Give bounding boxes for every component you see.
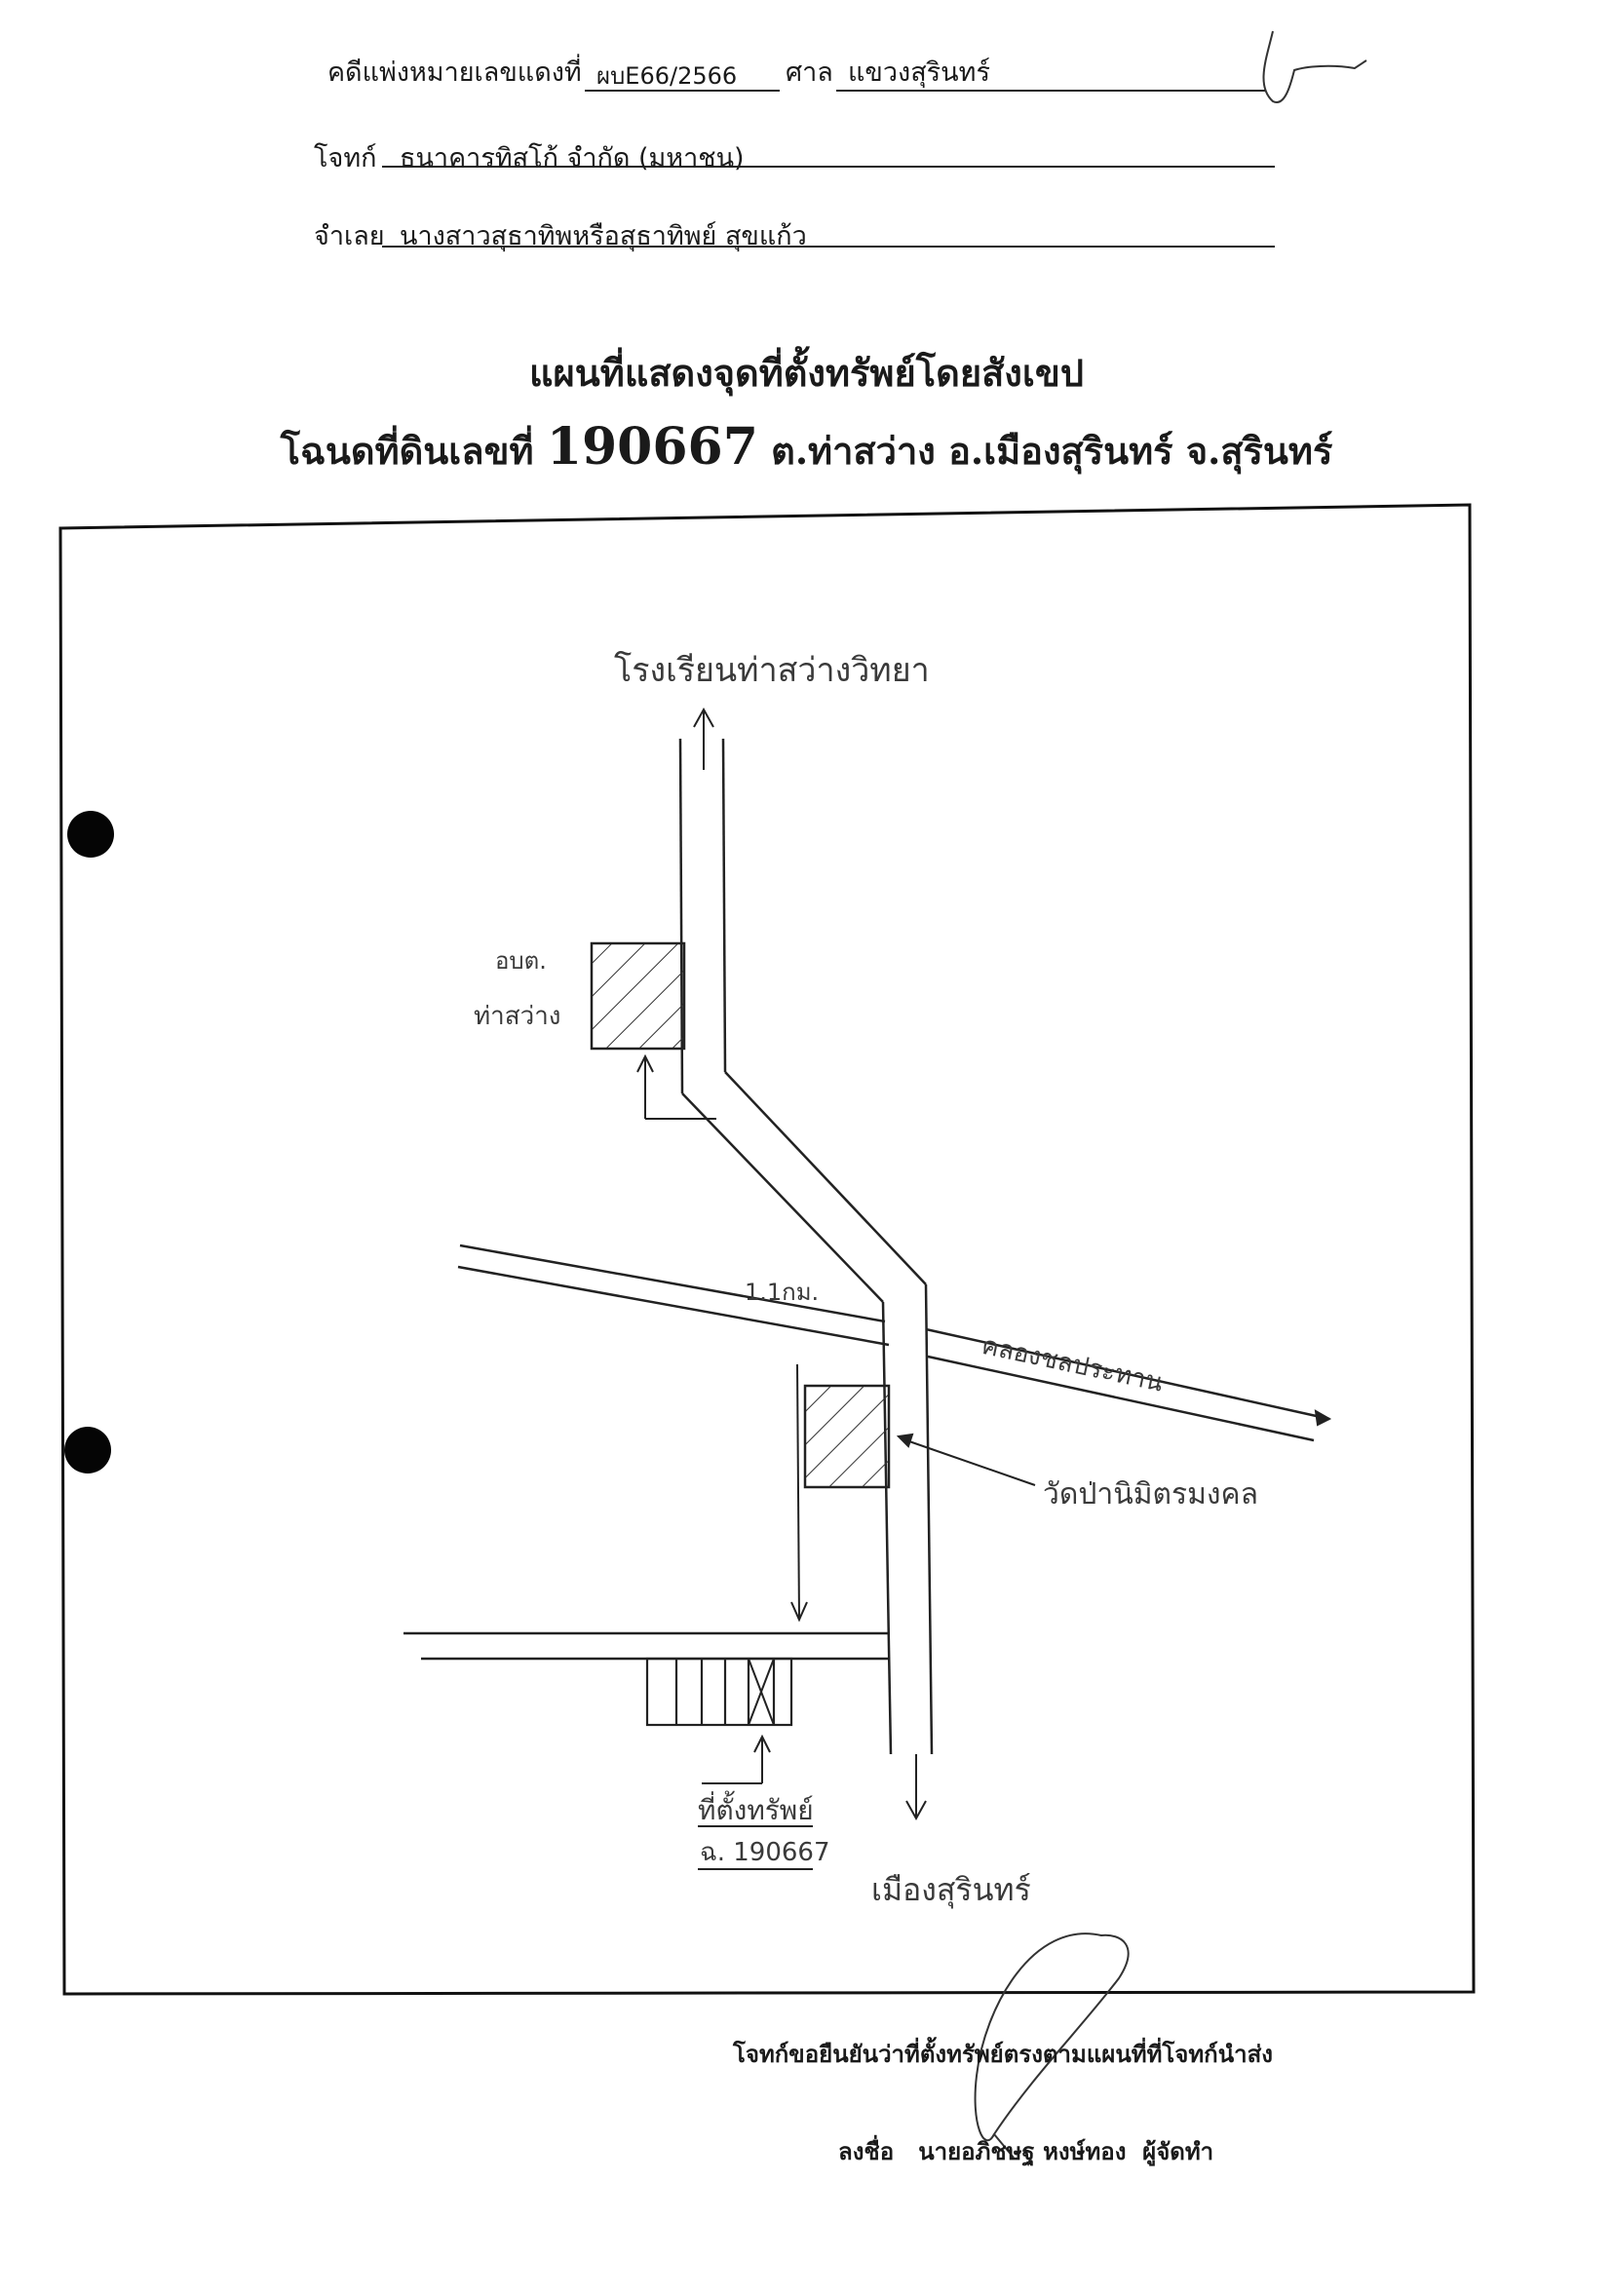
property-label-line2: ฉ. 190667 <box>700 1838 830 1867</box>
road-north <box>678 738 934 1755</box>
court-underline <box>836 90 1265 92</box>
plaintiff-label: โจทก์ <box>314 143 377 173</box>
case-number-underline <box>585 90 780 92</box>
signer-role: ผู้จัดทำ <box>1142 2138 1214 2165</box>
temple-pointer <box>896 1433 1036 1486</box>
school-label: โรงเรียนท่าสว่างวิทยา <box>614 651 930 690</box>
arrow-up-icon <box>693 707 714 770</box>
arrow-down-icon <box>905 1754 927 1821</box>
case-number-value: ผบE66/2566 <box>596 62 738 90</box>
canal-arrow-icon <box>1314 1409 1332 1427</box>
sao-label-line1: อบต. <box>495 947 547 975</box>
sign-label: ลงชื่อ <box>838 2138 895 2165</box>
arrow-to-sao-icon <box>636 1053 716 1120</box>
distance-label: 1.1กม. <box>745 1279 820 1306</box>
punch-hole-top <box>67 811 114 858</box>
defendant-underline <box>382 246 1275 248</box>
property-plots <box>645 1657 793 1727</box>
signer-name: นายอภิชษฐ หงษ์ทอง <box>918 2138 1127 2165</box>
sao-building <box>590 941 686 1051</box>
sao-label-line2: ท่าสว่าง <box>474 1002 561 1031</box>
signature-line: ลงชื่อ นายอภิชษฐ หงษ์ทอง ผู้จัดทำ <box>838 2132 1213 2170</box>
deed-title-prefix: โฉนดที่ดินเลขที่ <box>280 429 534 473</box>
signature-loop <box>974 1932 1130 2159</box>
court-label: ศาล <box>786 57 833 88</box>
property-label-line1: ที่ตั้งทรัพย์ <box>698 1794 814 1826</box>
property-label-underline <box>698 1825 813 1870</box>
map-frame <box>58 503 1476 1996</box>
confirmation-text: โจทก์ขอยืนยันว่าที่ตั้งทรัพย์ตรงตามแผนที… <box>733 2041 1273 2068</box>
road-west <box>403 1631 889 1661</box>
deed-number: 190667 <box>546 417 758 477</box>
defendant-label: จำเลย <box>314 221 385 251</box>
deed-title: โฉนดที่ดินเลขที่ 190667 ต.ท่าสว่าง อ.เมื… <box>0 417 1613 480</box>
map-title: แผนที่แสดงจุดที่ตั้งทรัพย์โดยสังเขป <box>529 351 1084 395</box>
hatched-parcel-icon <box>748 1658 775 1726</box>
case-number-label: คดีแพ่งหมายเลขแดงที่ <box>327 57 582 88</box>
punch-hole-bottom <box>64 1427 111 1473</box>
court-name: แขวงสุรินทร์ <box>848 57 990 88</box>
deed-location: ต.ท่าสว่าง อ.เมืองสุรินทร์ จ.สุรินทร์ <box>771 429 1333 473</box>
arrow-to-property-icon <box>702 1734 771 1784</box>
temple-label: วัดป่านิมิตรมงคล <box>1043 1477 1258 1512</box>
city-label: เมืองสุรินทร์ <box>871 1871 1031 1908</box>
irrigation-canal <box>457 1244 1330 1442</box>
temple-building <box>803 1384 891 1489</box>
road-to-property <box>790 1363 808 1623</box>
signature-initials <box>1262 30 1367 103</box>
plaintiff-name: ธนาคารทิสโก้ จำกัด (มหาชน) <box>400 143 745 173</box>
plaintiff-underline <box>382 166 1275 168</box>
